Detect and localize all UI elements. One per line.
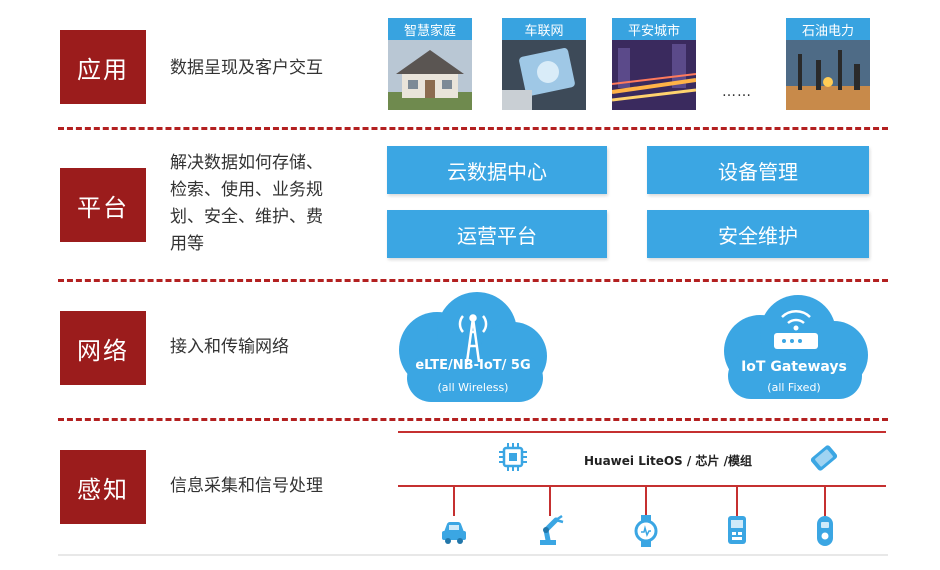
device-drop-line xyxy=(645,486,647,516)
platform-box-security-maintenance: 安全维护 xyxy=(647,210,869,258)
fixed-cloud xyxy=(724,295,868,399)
device-drop-line xyxy=(824,486,826,516)
platform-box-device-management: 设备管理 xyxy=(647,146,869,194)
app-card-safe-city: 平安城市 xyxy=(612,18,696,110)
app-card-smart-home: 智慧家庭 xyxy=(388,18,472,110)
layer-desc-perception: 信息采集和信号处理 xyxy=(170,476,323,496)
platform-box-operation-platform: 运营平台 xyxy=(387,210,607,258)
router-icon xyxy=(774,310,818,349)
oil-refinery-photo-icon xyxy=(786,40,870,110)
platform-box-cloud-data-center: 云数据中心 xyxy=(387,146,607,194)
layer-desc-application: 数据呈现及客户交互 xyxy=(170,58,323,78)
device-bus-line xyxy=(398,485,886,487)
app-card-label: 平安城市 xyxy=(612,18,696,40)
layer-label-platform: 平台 xyxy=(60,168,146,242)
layer-separator xyxy=(58,418,888,421)
app-card-label: 石油电力 xyxy=(786,18,870,40)
module-icon xyxy=(810,445,838,471)
car-dashboard-photo-icon xyxy=(502,40,586,110)
chip-icon xyxy=(499,443,527,471)
fixed-cloud-subtitle: (all Fixed) xyxy=(767,381,821,394)
layer-label-application: 应用 xyxy=(60,30,146,104)
app-card-label: 车联网 xyxy=(502,18,586,40)
smart-watch-icon xyxy=(634,515,658,547)
app-card-oil-power: 石油电力 xyxy=(786,18,870,110)
city-traffic-photo-icon xyxy=(612,40,696,110)
wireless-cloud-subtitle: (all Wireless) xyxy=(437,381,509,394)
app-card-label: 智慧家庭 xyxy=(388,18,472,40)
robot-arm-icon xyxy=(540,514,564,545)
layer-separator xyxy=(58,127,888,130)
more-applications-ellipsis: …… xyxy=(722,84,752,100)
layer-desc-network: 接入和传输网络 xyxy=(170,337,289,357)
device-drop-line xyxy=(549,486,551,516)
layer-label-network: 网络 xyxy=(60,311,146,385)
device-drop-line xyxy=(453,486,455,516)
car-icon xyxy=(442,522,466,544)
fixed-cloud-title: IoT Gateways xyxy=(741,359,847,375)
platform-desc-line: 解决数据如何存储、 xyxy=(170,153,323,173)
house-photo-icon xyxy=(388,40,472,110)
antenna-tower-icon xyxy=(458,314,488,363)
perception-top-line xyxy=(398,431,886,433)
smart-lock-icon xyxy=(817,516,833,546)
app-card-connected-car: 车联网 xyxy=(502,18,586,110)
layer-label-perception: 感知 xyxy=(60,450,146,524)
platform-desc-line: 划、安全、维护、费 xyxy=(170,207,323,227)
device-drop-line xyxy=(736,486,738,516)
layer-desc-platform: 解决数据如何存储、 检索、使用、业务规 划、安全、维护、费 用等 xyxy=(170,150,323,258)
wireless-cloud xyxy=(399,292,547,402)
meter-icon xyxy=(728,516,746,544)
bottom-divider xyxy=(58,554,888,556)
wireless-cloud-title: eLTE/NB-IoT/ 5G xyxy=(415,358,531,373)
liteos-chip-module-label: Huawei LiteOS / 芯片 /模组 xyxy=(584,454,752,468)
platform-desc-line: 用等 xyxy=(170,234,204,254)
platform-desc-line: 检索、使用、业务规 xyxy=(170,180,323,200)
layer-separator xyxy=(58,279,888,282)
